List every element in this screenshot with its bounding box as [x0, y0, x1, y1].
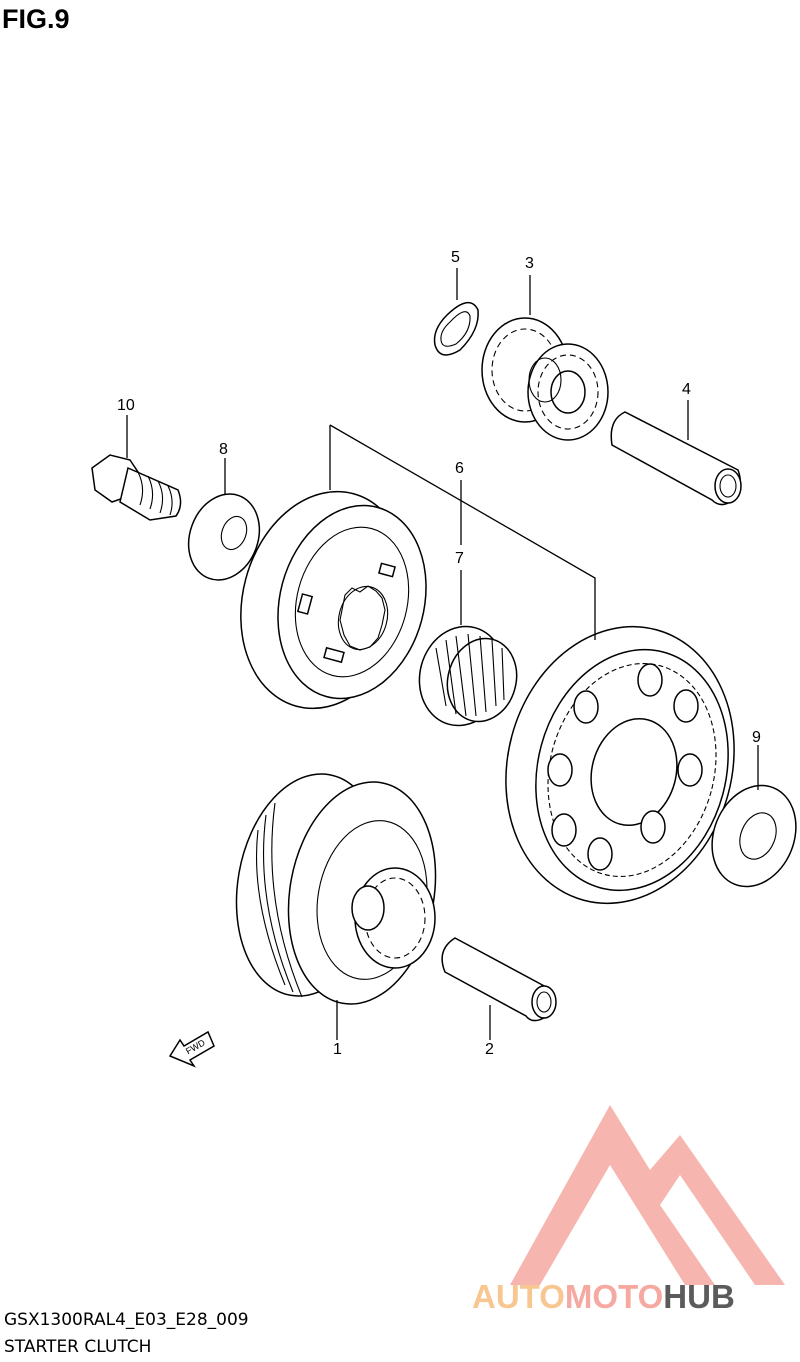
part-7-roller-cage	[418, 625, 518, 727]
callout-9: 9	[752, 729, 761, 746]
part-2-shaft	[441, 937, 557, 1022]
part-5-circlip	[433, 301, 479, 356]
callout-8: 8	[219, 441, 228, 458]
fwd-arrow-icon: FWD	[168, 1030, 215, 1068]
watermark-logo	[510, 1105, 785, 1285]
section-name: STARTER CLUTCH	[4, 1337, 152, 1357]
part-10-bolt	[91, 454, 182, 521]
callout-3: 3	[525, 255, 534, 272]
callout-5: 5	[451, 249, 460, 266]
figure-title: FIG.9	[2, 4, 70, 34]
part-4-idler-shaft	[610, 411, 742, 506]
watermark-hub: HUB	[663, 1278, 735, 1315]
part-9-washer	[711, 784, 797, 888]
part-3-idler-gear	[481, 317, 609, 441]
leader-lines	[126, 268, 759, 1040]
model-code: GSX1300RAL4_E03_E28_009	[4, 1310, 249, 1330]
callout-7: 7	[455, 550, 464, 567]
watermark-text: AUTOMOTOHUB	[472, 1278, 735, 1316]
watermark-auto: AUTO	[472, 1278, 565, 1315]
callout-2: 2	[485, 1041, 494, 1058]
callout-6: 6	[455, 460, 464, 477]
callout-1: 1	[333, 1041, 342, 1058]
part-1-clutch-gear	[235, 773, 437, 1005]
part-6-starter-gear	[505, 625, 735, 905]
callout-10: 10	[117, 397, 135, 414]
watermark-moto: MOTO	[564, 1278, 664, 1315]
part-6-clutch-housing	[240, 490, 427, 710]
callout-numbers: 5 3 4 10 8 6 7 9 1 2	[117, 249, 761, 1058]
callout-4: 4	[682, 381, 691, 398]
part-8-washer	[187, 493, 261, 581]
